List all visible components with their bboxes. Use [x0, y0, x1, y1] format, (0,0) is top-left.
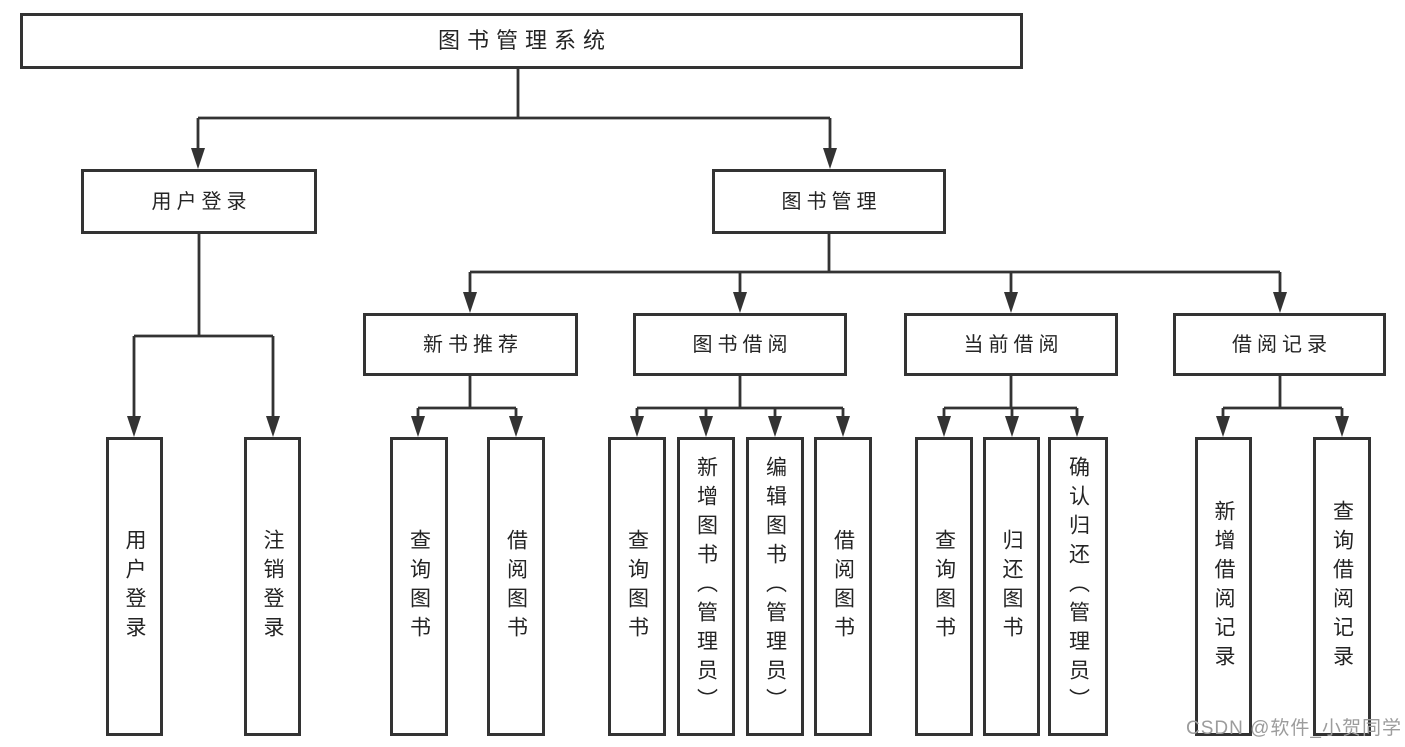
node-book-borrow: 图书借阅 [633, 313, 847, 376]
leaf-return-book-label: 归还图书 [1000, 528, 1023, 645]
node-library-system: 图书管理系统 [20, 13, 1023, 69]
leaf-query-borrow-record: 查询借阅记录 [1313, 437, 1371, 736]
leaf-user-login-label: 用户登录 [123, 528, 146, 645]
node-book-borrow-label: 图书借阅 [692, 333, 793, 356]
leaf-add-borrow-record-label: 新增借阅记录 [1212, 499, 1235, 674]
leaf-borrow-books-1-label: 借阅图书 [504, 528, 528, 645]
node-new-book-recommend-label: 新书推荐 [423, 333, 523, 356]
leaf-confirm-return-admin-label: 确认归还（管理员） [1066, 456, 1090, 717]
leaf-query-books-3: 查询图书 [915, 437, 973, 736]
leaf-user-login: 用户登录 [106, 437, 163, 736]
node-current-borrow: 当前借阅 [904, 313, 1118, 376]
node-new-book-recommend: 新书推荐 [363, 313, 578, 376]
node-user-login: 用户登录 [81, 169, 317, 234]
leaf-query-books-2: 查询图书 [608, 437, 666, 736]
leaf-confirm-return-admin: 确认归还（管理员） [1048, 437, 1108, 736]
leaf-add-borrow-record: 新增借阅记录 [1195, 437, 1252, 736]
leaf-return-book: 归还图书 [983, 437, 1040, 736]
leaf-edit-book-admin-label: 编辑图书（管理员） [763, 456, 787, 717]
node-library-system-label: 图书管理系统 [437, 27, 612, 53]
leaf-edit-book-admin: 编辑图书（管理员） [746, 437, 804, 736]
leaf-borrow-books-1: 借阅图书 [487, 437, 545, 736]
leaf-query-borrow-record-label: 查询借阅记录 [1330, 499, 1354, 674]
node-current-borrow-label: 当前借阅 [963, 333, 1064, 356]
leaf-add-book-admin: 新增图书（管理员） [677, 437, 735, 736]
leaf-logout: 注销登录 [244, 437, 301, 736]
leaf-query-books-1-label: 查询图书 [407, 528, 431, 645]
node-user-login-label: 用户登录 [151, 190, 252, 213]
leaf-logout-label: 注销登录 [261, 528, 284, 645]
node-borrow-records-label: 借阅记录 [1232, 333, 1332, 356]
leaf-add-book-admin-label: 新增图书（管理员） [694, 456, 718, 717]
leaf-borrow-books-2-label: 借阅图书 [831, 528, 855, 645]
node-borrow-records: 借阅记录 [1173, 313, 1386, 376]
node-book-management-label: 图书管理 [781, 190, 882, 213]
leaf-query-books-1: 查询图书 [390, 437, 448, 736]
watermark: CSDN @软件_小贺同学 [1186, 718, 1402, 739]
leaf-query-books-2-label: 查询图书 [625, 528, 649, 645]
leaf-query-books-3-label: 查询图书 [932, 528, 956, 645]
leaf-borrow-books-2: 借阅图书 [814, 437, 872, 736]
node-book-management: 图书管理 [712, 169, 946, 234]
